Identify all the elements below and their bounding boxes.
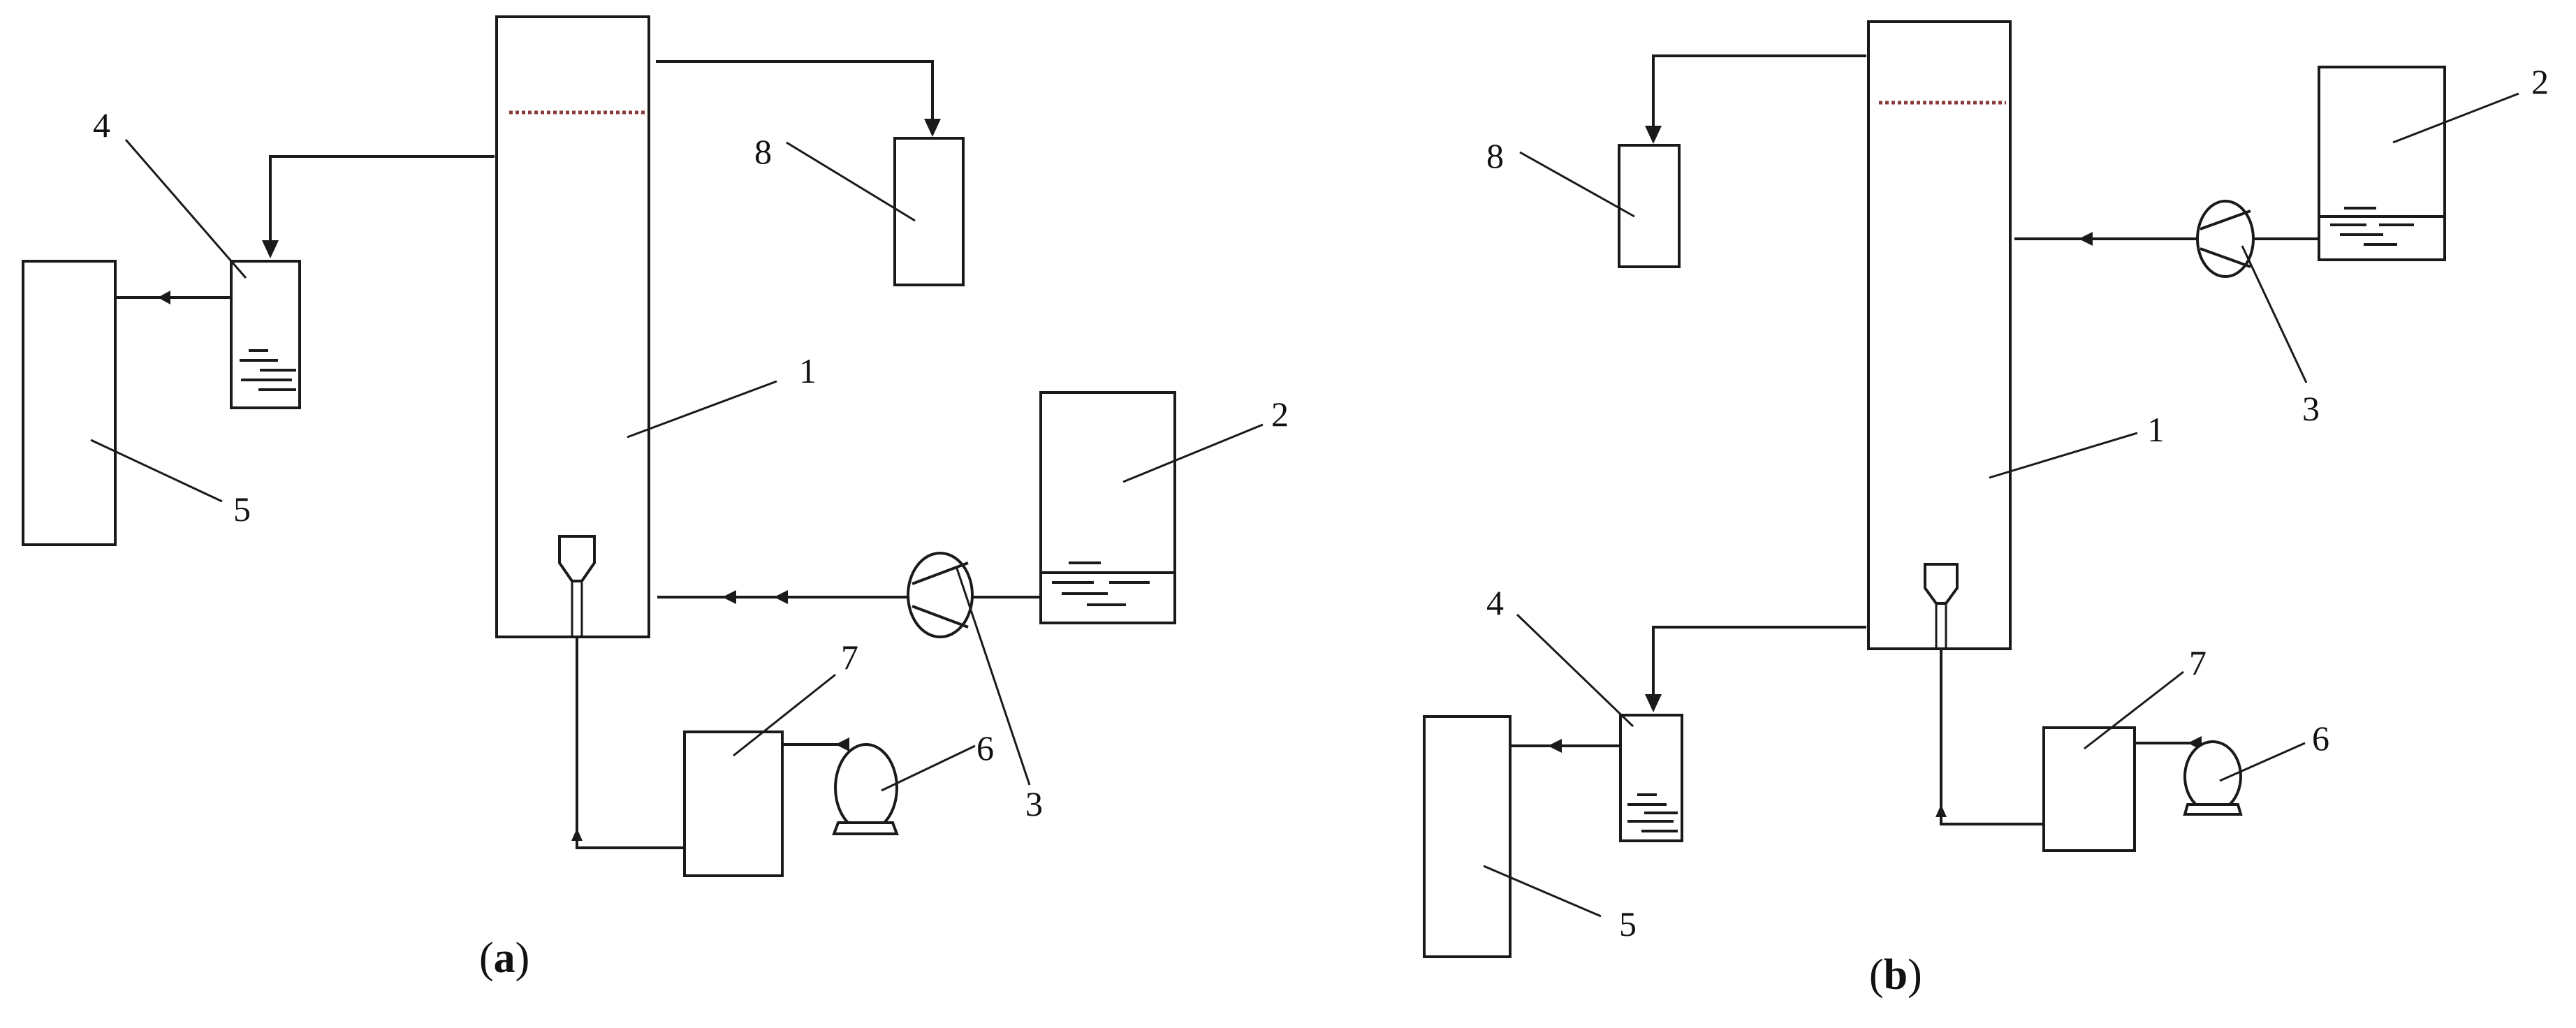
feed-arrow-2-a (722, 590, 736, 604)
unit-7-b (2042, 726, 2136, 852)
leader-8-a (786, 141, 916, 222)
caption-b: (b) (1869, 951, 1922, 999)
panel-b: 1 2 3 4 5 6 7 8 (b) (1423, 20, 2549, 999)
unit-7-a (683, 730, 784, 877)
vessel-8-b (1618, 144, 1681, 268)
caption-a: (a) (479, 934, 529, 982)
tank-2-a (1039, 391, 1176, 624)
reactor-column-b (1867, 20, 2012, 650)
leader-7-a (733, 673, 836, 757)
leader-8-b (1519, 151, 1635, 218)
label-1-b: 1 (2147, 410, 2165, 449)
vessel-4-liquid-a (240, 349, 296, 391)
compressor-6-b (2183, 740, 2243, 816)
feed-arrow-1-a (774, 590, 788, 604)
peristaltic-pump-3-b (2196, 200, 2255, 278)
label-1-a: 1 (799, 351, 817, 390)
panel-a: 1 2 3 4 5 6 7 8 (a) (22, 15, 1289, 982)
label-3-b: 3 (2302, 389, 2320, 428)
arrow-6-to-7-a (835, 737, 849, 751)
overflow-arrow-8-a (924, 119, 941, 137)
reactor-column-a (495, 15, 650, 638)
vessel-4-liquid-b (1627, 793, 1678, 832)
overflow-line-to-8-a (656, 60, 934, 131)
vessel-8-a (893, 137, 965, 286)
gas-sparger-b (1924, 563, 1959, 649)
leader-4-a (124, 139, 247, 279)
tank-2-liquid-a (1041, 561, 1175, 606)
tank-2-liquid-b (2319, 207, 2445, 246)
leader-1-b (1989, 432, 2138, 479)
compressor-6-a (832, 743, 899, 835)
leader-7-b (2084, 670, 2184, 750)
label-6-a: 6 (976, 728, 994, 768)
label-2-b: 2 (2531, 62, 2549, 101)
gas-feed-arrow-a (571, 828, 583, 841)
label-5-a: 5 (233, 490, 251, 529)
leader-2-b (2392, 92, 2519, 144)
label-8-a: 8 (754, 132, 772, 171)
offgas-arrow-4-a (262, 240, 279, 258)
label-7-b: 7 (2189, 643, 2207, 682)
leader-1-a (627, 380, 777, 439)
analyzer-5-b (1423, 715, 1512, 958)
offgas-arrow-4-b (1645, 694, 1662, 712)
label-4-b: 4 (1486, 583, 1504, 622)
label-8-b: 8 (1486, 136, 1504, 175)
vessel-4-a (230, 260, 301, 409)
leader-3-b (2241, 245, 2308, 383)
peristaltic-pump-3-a (907, 552, 974, 638)
leader-5-b (1483, 865, 1602, 918)
label-4-a: 4 (93, 105, 110, 145)
leader-2-a (1122, 423, 1264, 483)
analyzer-5-a (22, 260, 117, 546)
leader-5-a (90, 439, 223, 503)
label-7-a: 7 (841, 638, 858, 677)
gas-feed-line-b (1940, 649, 2044, 825)
label-3-a: 3 (1025, 784, 1043, 823)
arrow-4-to-5-a (158, 291, 170, 304)
leader-6-b (2219, 742, 2306, 782)
gas-feed-arrow-b (1935, 805, 1947, 817)
overflow-arrow-8-b (1645, 126, 1662, 144)
leader-6-a (881, 744, 976, 792)
offgas-line-to-4-a (269, 155, 495, 253)
label-2-a: 2 (1271, 395, 1289, 434)
offgas-line-to-4-b (1652, 626, 1866, 705)
tank-2-b (2318, 66, 2446, 261)
overflow-line-to-8-b (1652, 54, 1866, 137)
arrow-4-to-5-b (1548, 739, 1562, 753)
label-5-b: 5 (1619, 904, 1637, 943)
label-6-b: 6 (2312, 719, 2329, 758)
gas-feed-line-a (576, 637, 685, 849)
feed-arrow-b (2079, 232, 2093, 246)
leader-4-b (1516, 613, 1634, 728)
leader-3-a (956, 568, 1031, 786)
gas-sparger-a (558, 535, 596, 637)
